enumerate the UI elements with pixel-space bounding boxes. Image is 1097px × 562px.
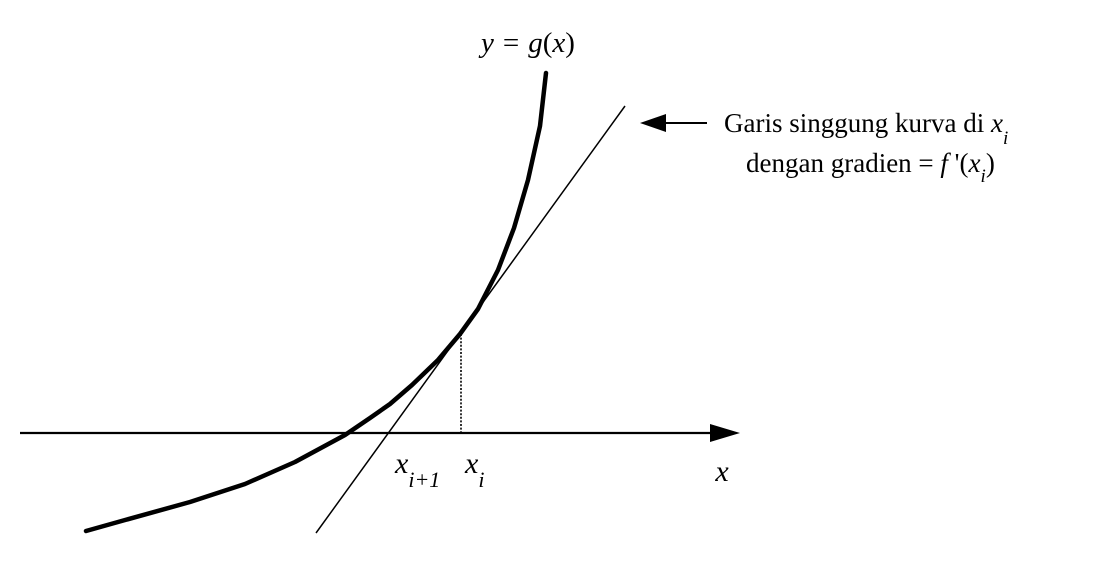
annotation-line-1-text: Garis singgung kurva di — [724, 108, 991, 138]
annotation-line-1-sub: i — [1003, 128, 1008, 149]
annotation-line-2-open-paren: ( — [960, 148, 969, 178]
annotation-line-2-prime: ' — [948, 148, 960, 178]
annotation-line-2-sub: i — [981, 166, 986, 187]
curve-label-g: g — [528, 27, 543, 59]
curve-label-x: x — [551, 27, 565, 59]
annotation-line-2-var: x — [968, 148, 981, 178]
label-x-i-base: x — [464, 447, 479, 480]
annotation-line-1-var: x — [990, 108, 1003, 138]
annotation-line-2-f: f — [940, 148, 951, 178]
label-x-i-sub: i — [478, 467, 484, 492]
annotation-line-1: Garis singgung kurva di xi — [724, 108, 1008, 149]
annotation-line-2-close-paren: ) — [986, 148, 995, 178]
label-x-i-plus-1: xi+1 — [394, 447, 440, 492]
curve-label-open-paren: ( — [543, 27, 553, 59]
label-x-i-plus-1-base: x — [394, 447, 409, 480]
curve-label-y: y — [478, 27, 494, 59]
x-axis-arrowhead — [710, 424, 740, 442]
curve-label-equals: = — [503, 27, 519, 59]
x-axis-label: x — [714, 455, 729, 488]
annotation-line-2: dengan gradien = f '(xi) — [746, 148, 995, 187]
tangent-line — [315, 105, 626, 534]
annotation-line-2-text: dengan gradien = — [746, 148, 940, 178]
curve-label: y = g(x) — [478, 27, 575, 59]
label-x-i-plus-1-sub: i+1 — [408, 467, 440, 492]
annotation-arrowhead — [640, 114, 666, 132]
label-x-i: xi — [464, 447, 484, 492]
curve-g — [83, 70, 549, 534]
curve-label-close-paren: ) — [565, 27, 575, 59]
